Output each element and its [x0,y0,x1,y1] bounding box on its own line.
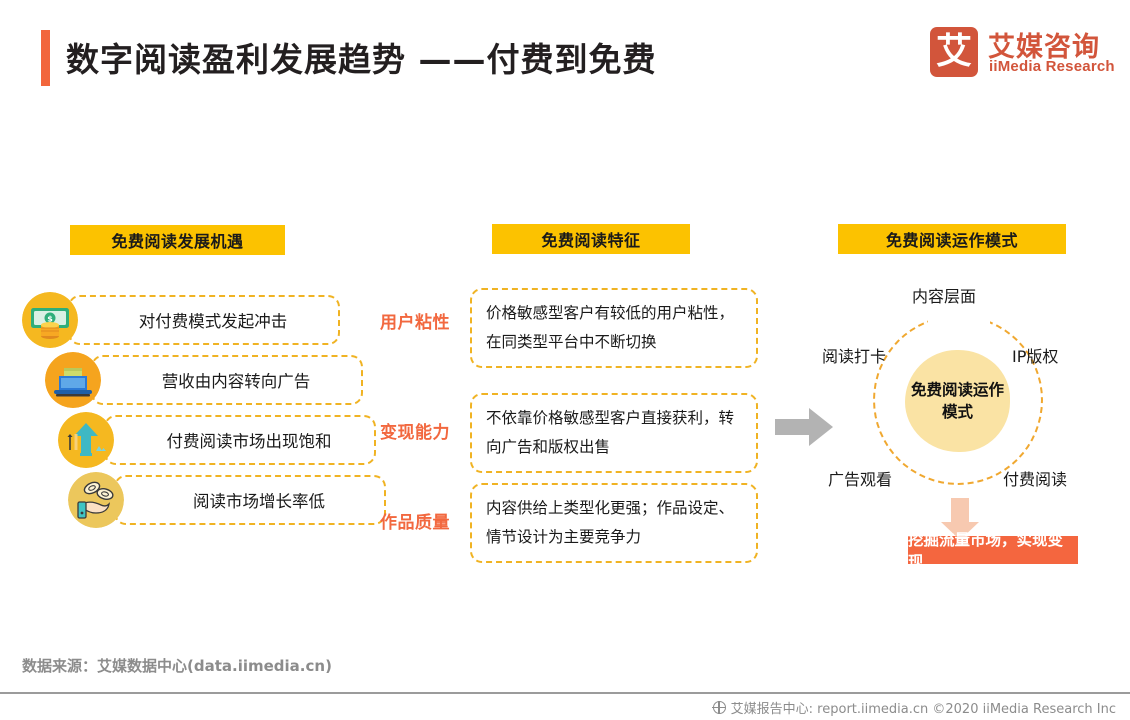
feature-box-user-stickiness: 价格敏感型客户有较低的用户粘性，在同类型平台中不断切换 [470,288,758,368]
globe-icon [712,700,726,714]
feature-box-monetization: 不依靠价格敏感型客户直接获利，转向广告和版权出售 [470,393,758,473]
node-ad-viewing: 广告观看 [828,470,893,489]
opportunity-label: 阅读市场增长率低 [193,492,325,511]
opportunity-label: 营收由内容转向广告 [161,372,311,391]
page-title: 数字阅读盈利发展趋势 ——付费到免费 [66,40,657,79]
node-ip-copyright: IP版权 [1012,347,1059,366]
page-header: 数字阅读盈利发展趋势 ——付费到免费 艾 艾媒咨询 iiMedia Resear… [0,0,1130,110]
hand-coins-icon [68,472,124,528]
feature-text: 价格敏感型客户有较低的用户粘性，在同类型平台中不断切换 [486,304,735,351]
laptop-document-icon [45,352,101,408]
cash-money-icon: $ [22,292,78,348]
result-banner: 挖掘流量市场，实现变现 [908,531,1078,571]
feature-label-user-stickiness: 用户粘性 [380,313,450,333]
opportunity-box: 对付费模式发起冲击 [68,295,340,345]
section-header-operating-model: 免费阅读运作模式 [838,224,1066,254]
core-label: 免费阅读运作模式 [910,381,1004,421]
section-header-opportunities: 免费阅读发展机遇 [70,225,285,255]
feature-text: 内容供给上类型化更强；作品设定、情节设计为主要竞争力 [486,499,735,546]
node-content-layer: 内容层面 [912,287,977,306]
up-arrow-growth-icon [58,412,114,468]
brand-logo: 艾 艾媒咨询 iiMedia Research [930,25,1115,85]
ring-top-gap [928,300,990,334]
down-arrow-icon [938,498,982,542]
data-source-note: 数据来源：艾媒数据中心(data.iimedia.cn) [22,657,332,675]
logo-mark-glyph: 艾 [935,31,972,72]
section-header-features: 免费阅读特征 [492,224,690,254]
node-paid-reading: 付费阅读 [1003,470,1068,489]
title-accent-bar [41,30,50,86]
feature-box-content-quality: 内容供给上类型化更强；作品设定、情节设计为主要竞争力 [470,483,758,563]
svg-text:$: $ [47,315,53,324]
node-reading-checkin: 阅读打卡 [822,347,887,366]
logo-mark-icon: 艾 [930,27,978,77]
feature-label-content-quality: 作品质量 [380,513,450,533]
opportunity-box: 付费阅读市场出现饱和 [104,415,376,465]
opportunity-label: 付费阅读市场出现饱和 [166,432,332,451]
footer-report-center: 艾媒报告中心: report.iimedia.cn ©2020 iiMedia … [712,698,1116,717]
footer-divider [0,692,1130,694]
opportunity-label: 对付费模式发起冲击 [138,312,288,331]
logo-chinese-name: 艾媒咨询 [988,32,1100,63]
feature-text: 不依靠价格敏感型客户直接获利，转向广告和版权出售 [486,409,735,456]
right-arrow-icon [775,405,835,449]
feature-label-monetization: 变现能力 [380,423,450,443]
footer-report-text: 艾媒报告中心: report.iimedia.cn ©2020 iiMedia … [730,702,1116,717]
opportunity-box: 营收由内容转向广告 [91,355,363,405]
logo-english-name: iiMedia Research [989,58,1115,75]
operating-model-core: 免费阅读运作模式 [905,350,1010,452]
opportunity-box: 阅读市场增长率低 [114,475,386,525]
